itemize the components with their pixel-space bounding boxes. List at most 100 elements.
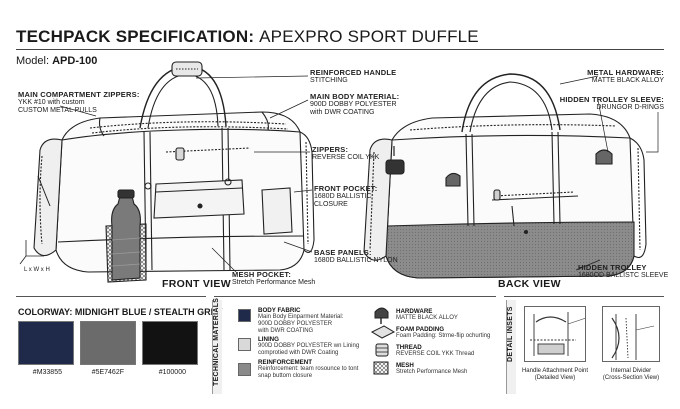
lining-title: LINING [258, 336, 279, 343]
callout-metal-hardware-line1: MATTE BLACK ALLOY [591, 77, 664, 84]
colorway-title: COLORWAY: MIDNIGHT BLUE / STEALTH GREY [18, 307, 223, 317]
callout-mesh-pocket: MESH POCKET: Stretch Performance Mesh [232, 271, 315, 287]
title-product: APEXPRO SPORT DUFFLE [259, 27, 479, 46]
callout-main-zippers-line2: CUSTOM METAL PULLS [18, 107, 97, 114]
front-view-leaders [59, 75, 313, 273]
callout-handle-line1: STITCHING [310, 77, 348, 84]
thread-text: THREAD REVERSE COIL YKK Thread [396, 344, 474, 358]
callout-main-zippers: MAIN COMPARTMENT ZIPPERS: YKK #10 with c… [18, 91, 140, 115]
reinforcement-line2: snap buttom closure [258, 373, 313, 379]
colorway-code: #M33855 [32, 369, 62, 376]
colorway-swatch [142, 321, 198, 365]
lining-chip [238, 338, 251, 351]
dimension-label: L x W x H [24, 267, 50, 273]
callout-body-material-title: MAIN BODY MATERIAL: [310, 92, 400, 101]
callout-front-pocket-line2: CLOSURE [314, 201, 348, 208]
model-prefix: Model: [16, 55, 50, 67]
reinforcement-text: REINFORCEMENT Reinforcement: team rosoun… [258, 359, 358, 380]
callout-trolley-sleeve-line1: DRUNGOR D-RINGS [596, 104, 664, 111]
callout-front-pocket-line1: 1680D BALLISTIC [314, 193, 372, 200]
internal-divider-caption: Internal Divider (Cross-Section View) [598, 368, 664, 382]
body-fabric-text: BODY FABRIC Main Body Einparment Materia… [258, 307, 343, 335]
callout-hidden-trolley: HIDDEN TROLLEY 1680OD BALLISTC SLEEVE [578, 264, 668, 280]
reinforcement-chip [238, 363, 251, 376]
colorway-code: #5E7462F [91, 369, 124, 376]
callout-base-panels-title: BASE PANELS: [314, 248, 372, 257]
callout-trolley-sleeve-title: HIDDEN TROLLEY SLEEVE: [559, 95, 664, 104]
callout-main-zippers-line1: YKK #10 with custom [18, 99, 85, 106]
front-view-bag [19, 61, 315, 283]
callout-zippers: ZIPPERS: REVERSE COIL YKK [312, 146, 379, 162]
lining-line2: comprotied with DWR Coating [258, 350, 339, 356]
callout-metal-hardware: METAL HARDWARE: MATTE BLACK ALLOY [587, 69, 664, 85]
callout-front-pocket-title: FRONT POCKET: [314, 184, 378, 193]
body-fabric-title: BODY FABRIC [258, 307, 301, 314]
callout-hidden-trolley-line1: 1680OD BALLISTC SLEEVE [578, 272, 669, 279]
colorway-divider [16, 296, 206, 297]
reinforcement-title: REINFORCEMENT [258, 359, 312, 366]
callout-body-material: MAIN BODY MATERIAL: 900D DOBBY POLYESTER… [310, 93, 399, 117]
internal-divider-line2: (Cross-Section View) [602, 375, 660, 381]
internal-divider-inset [602, 306, 660, 362]
hardware-line1: MATTE BLACK ALLOY [396, 315, 458, 321]
colorway-swatch [18, 321, 74, 365]
hardware-text: HARDWARE MATTE BLACK ALLOY [396, 308, 458, 322]
internal-divider-line1: Internal Divider [610, 368, 652, 374]
callout-metal-hardware-title: METAL HARDWARE: [587, 68, 664, 77]
handle-attach-line2: (Detailed View) [534, 375, 576, 381]
lining-line1: 900D DOBBY POLYESTER wn Lining [258, 343, 360, 349]
lining-text: LINING 900D DOBBY POLYESTER wn Lining co… [258, 336, 359, 357]
reinforcement-line1: Reinforcement: team rosounce to tont [258, 366, 359, 372]
foam-text: FOAM PADDING Foam Padding: Strme-flip oc… [396, 326, 490, 340]
callout-body-material-line2: with DWR COATING [310, 109, 375, 116]
body-fabric-line2: 900D DOBBY POLYESTER [258, 321, 333, 327]
handle-attach-line1: Handle Attachment Point [521, 368, 589, 374]
callout-base-panels: BASE PANELS: 1680D BALLISTIC NYLON [314, 249, 398, 265]
back-view-label: BACK VIEW [498, 278, 561, 290]
body-fabric-line1: Main Body Einparment Material: [258, 314, 344, 320]
body-fabric-chip [238, 309, 251, 322]
mesh-line1: Stretch Performance Mesh [396, 369, 468, 375]
callout-front-pocket: FRONT POCKET: 1680D BALLISTIC CLOSURE [314, 185, 377, 209]
foam-line1: Foam Padding: Strme-flip ochurting [396, 333, 491, 339]
callout-hidden-trolley-title: HIDDEN TROLLEY [578, 263, 647, 272]
callout-zippers-line1: REVERSE COIL YKK [312, 154, 380, 161]
material-icons [370, 307, 396, 375]
back-view-bag [363, 73, 647, 279]
callout-mesh-pocket-line1: Stretch Performance Mesh [232, 279, 316, 286]
colorway-swatch [80, 321, 136, 365]
title-bold: TECHPACK SPECIFICATION: [16, 27, 255, 46]
title-divider [16, 49, 664, 50]
callout-body-material-line1: 900D DOBBY POLYESTER [310, 101, 397, 108]
materials-divider [214, 296, 496, 297]
technical-materials-label: TECHNICAL MATERIALS [213, 297, 220, 386]
callout-base-panels-line1: 1680D BALLISTIC NYLON [314, 257, 398, 264]
body-fabric-line3: with DWR COATING [258, 328, 314, 334]
foam-title: FOAM PADDING [396, 326, 445, 333]
callout-trolley-sleeve: HIDDEN TROLLEY SLEEVE: DRUNGOR D-RINGS [560, 96, 664, 112]
callout-mesh-pocket-title: MESH POCKET: [232, 270, 292, 279]
front-view-label: FRONT VIEW [162, 278, 231, 290]
page-title: TECHPACK SPECIFICATION: APEXPRO SPORT DU… [16, 27, 479, 47]
callout-main-zippers-title: MAIN COMPARTMENT ZIPPERS: [18, 90, 140, 99]
handle-attach-inset [524, 306, 586, 362]
detail-insets-label: DETAIL INSETS [507, 306, 514, 362]
materials-label-strip [212, 300, 222, 394]
mesh-text: MESH Stretch Performance Mesh [396, 362, 467, 376]
callout-handle-title: REINFORCED HANDLE [310, 68, 397, 77]
thread-title: THREAD [396, 344, 422, 351]
handle-attach-caption: Handle Attachment Point (Detailed View) [520, 368, 590, 382]
model-line: Model: APD-100 [16, 55, 97, 67]
callout-handle: REINFORCED HANDLE STITCHING [310, 69, 396, 85]
back-view-leaders [559, 75, 659, 271]
hardware-title: HARDWARE [396, 308, 433, 315]
detail-inset-sketches [530, 312, 655, 360]
thread-line1: REVERSE COIL YKK Thread [396, 351, 475, 357]
mesh-title: MESH [396, 362, 414, 369]
colorway-code: #100000 [158, 369, 186, 376]
insets-label-strip [506, 300, 516, 394]
callout-zippers-title: ZIPPERS: [312, 145, 349, 154]
model-code: APD-100 [52, 55, 98, 67]
insets-divider [504, 296, 664, 297]
